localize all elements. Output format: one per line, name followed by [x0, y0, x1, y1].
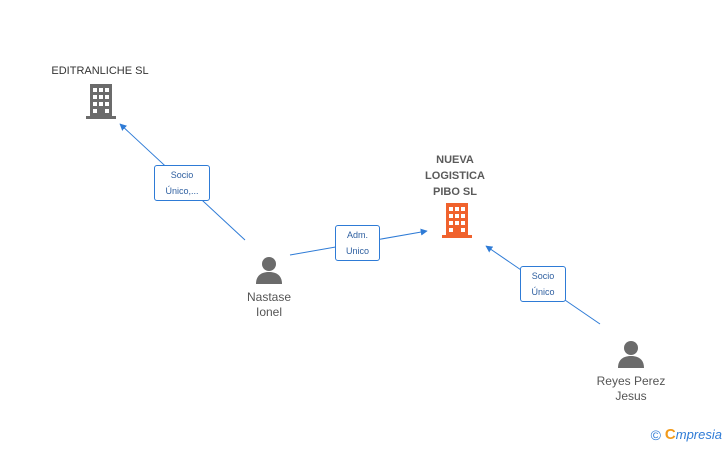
building-icon[interactable]: [85, 84, 117, 120]
building-icon[interactable]: [441, 203, 473, 239]
node-reyes-perez-jesus[interactable]: Reyes Perez Jesus: [576, 374, 686, 404]
copyright-symbol: ©: [650, 427, 661, 443]
node-editranliche[interactable]: EDITRANLICHE SL: [40, 64, 160, 79]
person-label-line2: Ionel: [255, 305, 283, 319]
edge-label-line1: Socio: [170, 170, 194, 180]
brand-watermark: © Cmpresia: [651, 426, 722, 444]
company-label-line1: NUEVA: [436, 154, 474, 166]
edge-label-line1: Socio: [531, 271, 555, 281]
edge-label-line2: Unico: [345, 246, 369, 256]
company-label-line2: LOGISTICA: [425, 170, 485, 182]
person-label-line1: Nastase: [246, 290, 292, 304]
node-nastase-ionel[interactable]: Nastase Ionel: [219, 290, 319, 320]
person-label-line2: Jesus: [615, 389, 647, 403]
brand-logo: Cmpresia: [665, 426, 722, 444]
person-icon[interactable]: [616, 339, 646, 369]
brand-logo-name: mpresia: [675, 427, 722, 442]
edge-label-socio-unico[interactable]: Socio Único,...: [154, 165, 210, 201]
company-label-line3: PIBO SL: [432, 186, 477, 198]
edge-label-adm-unico[interactable]: Adm. Unico: [335, 225, 380, 261]
person-label-line1: Reyes Perez: [596, 374, 666, 388]
edge-label-socio-unico[interactable]: Socio Único: [520, 266, 566, 302]
edge-label-line1: Adm.: [346, 230, 368, 240]
edge-label-line2: Único,...: [165, 186, 199, 196]
node-nueva-logistica[interactable]: NUEVA LOGISTICA PIBO SL: [400, 152, 510, 200]
person-icon[interactable]: [254, 255, 284, 285]
brand-logo-e: C: [664, 426, 676, 443]
edge-label-line2: Único: [531, 287, 555, 297]
company-label: EDITRANLICHE SL: [51, 65, 149, 77]
